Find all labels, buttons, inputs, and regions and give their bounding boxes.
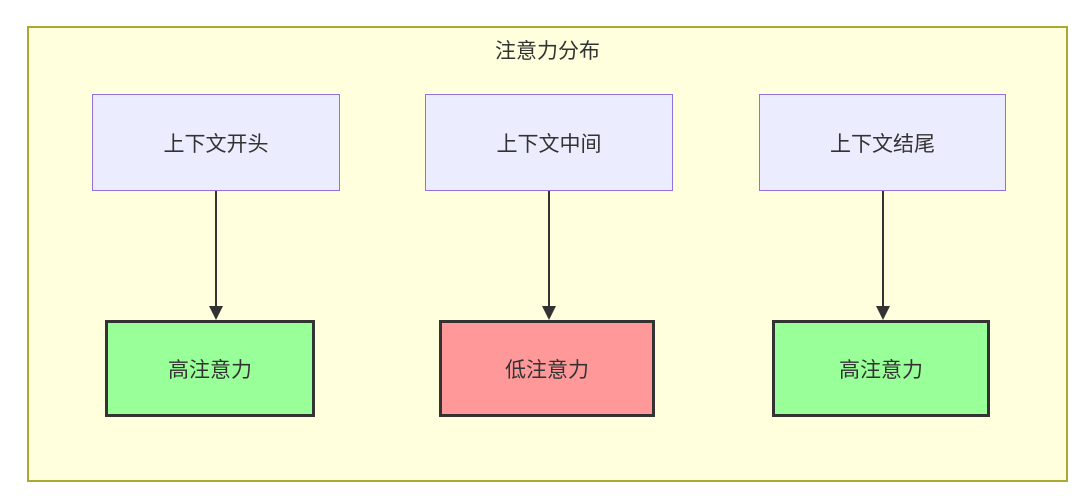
cluster-title: 注意力分布 [495, 40, 600, 63]
arrowhead-icon [542, 306, 556, 320]
attention-distribution-cluster: 注意力分布 上下文开头 上下文中间 上下文结尾 高注意力 低注意力 高注意力 [27, 26, 1068, 482]
arrowhead-icon [209, 306, 223, 320]
node-context-end: 上下文结尾 [759, 94, 1006, 191]
node-high-attention-left: 高注意力 [105, 320, 315, 417]
node-high-attention-right: 高注意力 [772, 320, 990, 417]
node-low-attention-middle: 低注意力 [439, 320, 655, 417]
arrow-begin-to-high [209, 191, 223, 320]
arrowhead-icon [876, 306, 890, 320]
arrow-end-to-high [876, 191, 890, 320]
node-context-middle: 上下文中间 [425, 94, 673, 191]
arrow-middle-to-low [542, 191, 556, 320]
node-context-beginning: 上下文开头 [92, 94, 340, 191]
